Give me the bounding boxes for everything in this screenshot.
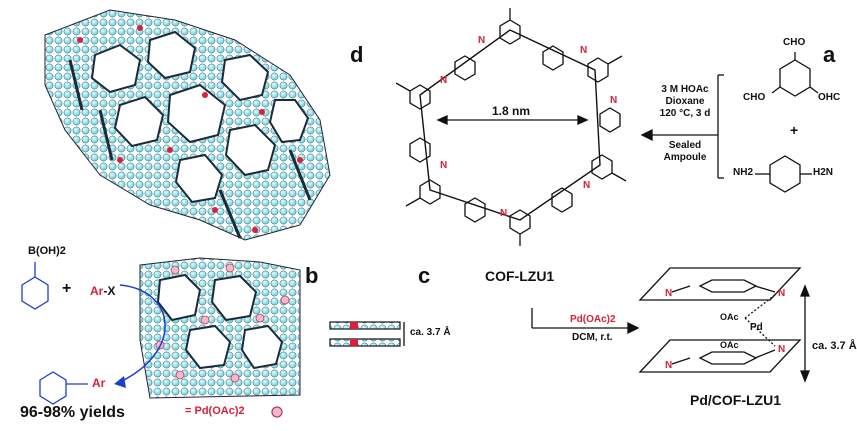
condition-3: 120 °C, 3 d — [659, 108, 711, 119]
cho-label-left: OHC — [818, 92, 841, 103]
n-atom-pd-2: N — [665, 288, 673, 299]
condition-5: Ampoule — [663, 152, 707, 163]
condition-4: Sealed — [668, 140, 702, 151]
cho-label-top: CHO — [783, 37, 806, 48]
pore-size-label: 1.8 nm — [492, 104, 531, 118]
n-atom-3: N — [610, 95, 618, 106]
halide-ar: Ar — [90, 284, 104, 298]
pd-cof-layers — [638, 267, 802, 373]
product-ar: Ar — [92, 376, 106, 390]
panel-label-c: c — [418, 263, 431, 288]
condition-1: 3 M HOAc — [661, 84, 709, 95]
nh2-label-left: H2N — [813, 167, 834, 178]
diamine-ring — [769, 155, 801, 193]
pd-reagent-label: Pd(OAc)2 — [570, 314, 616, 325]
legend-pd: = Pd(OAc)2 — [185, 405, 245, 417]
plus-sign-b: + — [62, 280, 72, 297]
oac-top: OAc — [720, 312, 739, 322]
cof-hexagon-structure — [395, 8, 627, 246]
interlayer-label: ca. 3.7 Å — [812, 340, 857, 352]
pd-conditions-label: DCM, r.t. — [572, 332, 613, 343]
n-atom-pd-1: N — [778, 288, 786, 299]
n-atom-4: N — [583, 180, 591, 191]
n-atom-5: N — [500, 208, 508, 219]
halide-label: Ar-X — [90, 284, 115, 298]
cof-name: COF-LZU1 — [485, 268, 555, 284]
pd-atom: Pd — [750, 322, 763, 333]
stack-layers — [329, 321, 405, 347]
stack-interlayer-label: ca. 3.7 Å — [410, 327, 451, 338]
pd-cof-name: Pd/COF-LZU1 — [690, 392, 781, 408]
panel-label-a: a — [823, 42, 836, 67]
n-atom-7: N — [440, 75, 448, 86]
condition-2: Dioxane — [665, 96, 705, 107]
plus-sign-a: + — [790, 122, 799, 138]
n-atom-pd-4: N — [665, 360, 673, 371]
oac-bottom: OAc — [720, 340, 739, 350]
panel-label-b: b — [305, 263, 319, 288]
panel-label-d: d — [350, 42, 364, 67]
nh2-label-right: NH2 — [733, 167, 754, 178]
boronic-label: B(OH)2 — [28, 245, 66, 257]
conditions-a: 3 M HOAc Dioxane 120 °C, 3 d — [655, 84, 715, 120]
n-atom-2: N — [580, 45, 588, 56]
n-atom-6: N — [440, 160, 448, 171]
halide-x: -X — [103, 284, 116, 298]
n-atom-pd-3: N — [778, 344, 786, 355]
conditions-a-bottom: Sealed Ampoule — [655, 140, 715, 164]
cho-label-right: CHO — [743, 92, 766, 103]
n-atom-1: N — [478, 35, 486, 46]
trialdehyde-ring — [779, 59, 811, 97]
yields-label: 96-98% yields — [20, 404, 125, 421]
